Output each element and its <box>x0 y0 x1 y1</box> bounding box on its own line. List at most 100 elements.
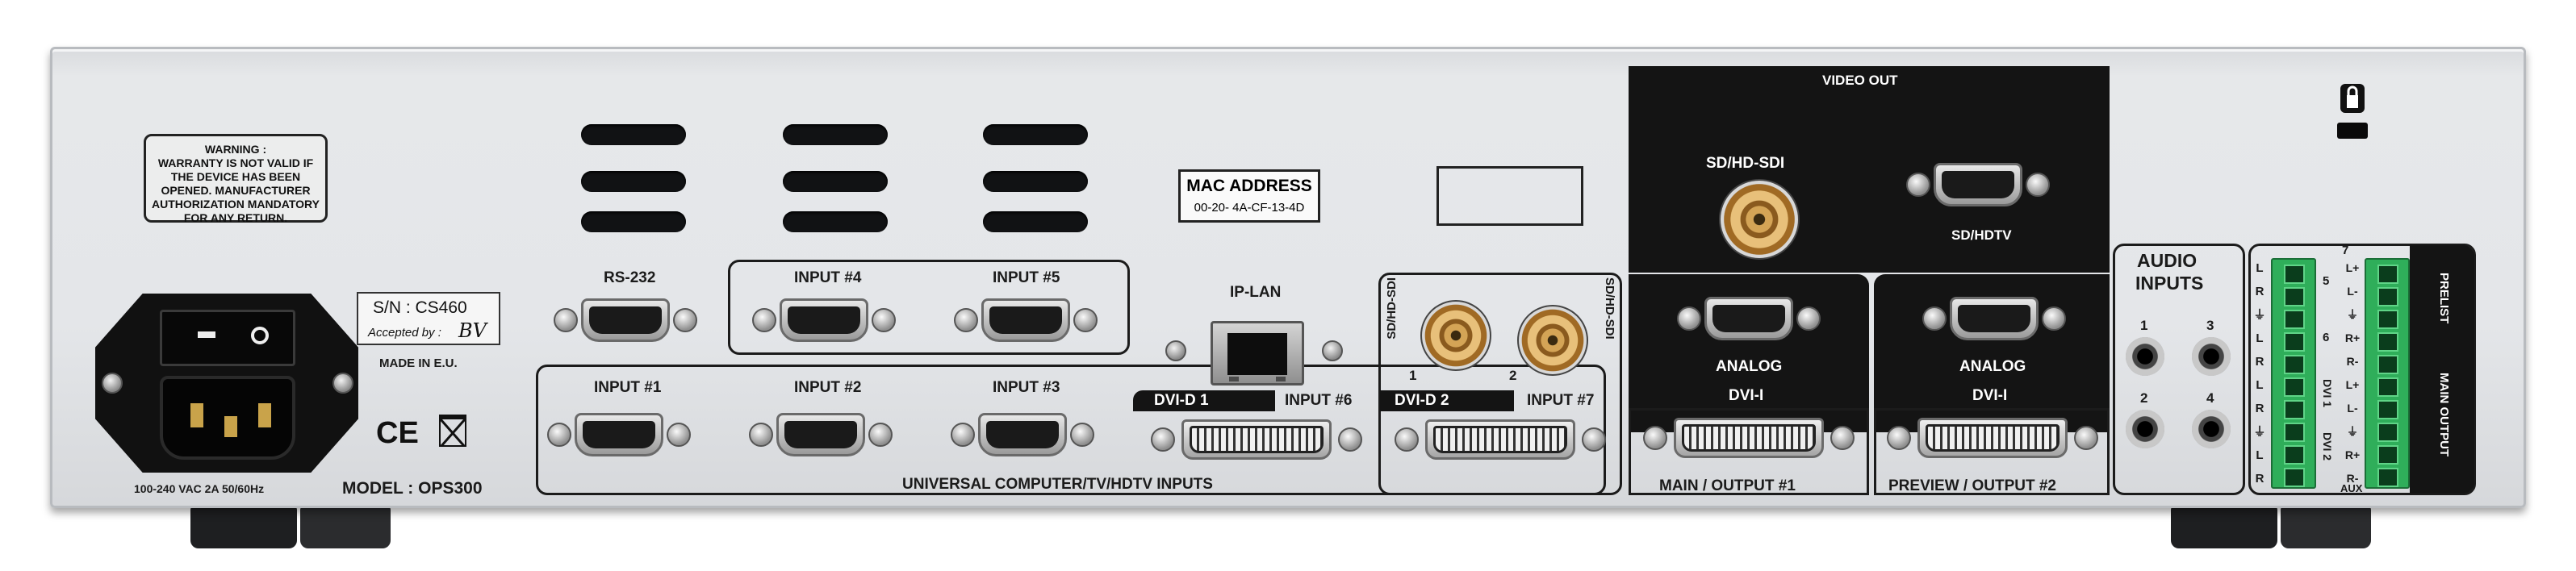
pin-label: R <box>2255 355 2264 369</box>
channel-6-label: 6 <box>2323 331 2330 344</box>
terminal-block-frame <box>2248 244 2476 495</box>
sdi-input-2-number: 2 <box>1509 368 1517 383</box>
rs232-label: RS-232 <box>604 269 656 286</box>
vent-slot <box>581 211 686 232</box>
preview-analog-output-port[interactable] <box>1921 292 2068 345</box>
pin-label: R+ <box>2344 331 2361 344</box>
video-out-panel <box>1629 66 2110 273</box>
sdi-input-1-bnc[interactable] <box>1420 300 1491 371</box>
dvid2-label-bg <box>1380 390 1514 411</box>
input-6-dvi-port[interactable] <box>1149 416 1364 463</box>
vent-slot <box>783 124 888 145</box>
warning-line: WARRANTY IS NOT VALID IF <box>157 156 314 169</box>
input-7-label: INPUT #7 <box>1527 392 1595 409</box>
universal-inputs-frame <box>536 365 1606 495</box>
dvi2-audio-label: DVI 2 <box>2321 432 2334 461</box>
pin-label: ⏚ <box>2347 425 2358 438</box>
main-output-audio-label: MAIN OUTPUT <box>2437 373 2451 457</box>
power-switch[interactable] <box>160 310 295 366</box>
input-2-label: INPUT #2 <box>794 379 862 396</box>
input-7-dvi-port[interactable] <box>1393 416 1608 463</box>
warning-line: FOR ANY RETURN. <box>183 211 288 224</box>
pin-label: R+ <box>2344 448 2361 461</box>
audio-input-3-jack[interactable] <box>2192 337 2231 376</box>
dvid2-label: DVI-D 2 <box>1395 392 1449 409</box>
preview-dvi-output-port[interactable] <box>1885 415 2100 461</box>
socket-pin <box>190 403 203 427</box>
inputs-4-5-frame <box>728 260 1130 355</box>
main-output-frame <box>1629 408 1869 495</box>
sdi-output-bnc[interactable] <box>1719 179 1800 260</box>
vent-slot <box>581 124 686 145</box>
sdi-in-label-left: SD/HD-SDI <box>1385 277 1399 340</box>
pin-label: L- <box>2347 402 2358 415</box>
pin-label: R- <box>2346 355 2359 368</box>
audio-jack-2-label: 2 <box>2140 390 2148 406</box>
serial-number-sticker: S/N : CS460 Accepted by : BV <box>357 292 500 345</box>
pin-label: R <box>2255 285 2264 298</box>
warning-line: OPENED. MANUFACTURER <box>161 184 311 197</box>
power-mount-screw <box>102 373 123 394</box>
sdhdtv-output-port[interactable] <box>1905 158 2051 211</box>
audio-pin-labels-left: L R ⏚ L R L R ⏚ L R <box>2252 256 2268 490</box>
sdi-in-label-right: SD/HD-SDI <box>1603 277 1616 340</box>
pin-label: L- <box>2347 285 2358 298</box>
iec-power-socket[interactable] <box>160 376 295 460</box>
input-5-vga-port[interactable] <box>952 294 1099 347</box>
pin-label: ⏚ <box>2347 308 2358 321</box>
universal-inputs-label: UNIVERSAL COMPUTER/TV/HDTV INPUTS <box>902 476 1213 493</box>
main-dvi-output-port[interactable] <box>1641 415 1856 461</box>
pin-label: ⏚ <box>2253 425 2266 439</box>
vent-slot <box>581 171 686 192</box>
output-label-strip <box>2410 245 2474 494</box>
input-1-label: INPUT #1 <box>594 379 662 396</box>
input-5-label: INPUT #5 <box>993 269 1060 286</box>
main-analog-output-port[interactable] <box>1675 292 1822 345</box>
audio-inputs-frame <box>2113 244 2245 495</box>
warranty-warning-label: WARNING : WARRANTY IS NOT VALID IF THE D… <box>144 134 328 224</box>
main-output-label: MAIN / OUTPUT #1 <box>1659 477 1796 494</box>
inspector-signature: BV <box>458 319 487 342</box>
input-3-vga-port[interactable] <box>949 408 1096 461</box>
pin-label: L <box>2256 261 2264 275</box>
audio-input-2-jack[interactable] <box>2126 410 2164 448</box>
input-4-label: INPUT #4 <box>794 269 862 286</box>
pin-label: R <box>2255 472 2264 486</box>
input-1-vga-port[interactable] <box>546 408 692 461</box>
ip-lan-ethernet-port[interactable] <box>1211 321 1304 386</box>
rs232-port[interactable] <box>552 294 699 347</box>
sdi-input-2-bnc[interactable] <box>1517 305 1588 376</box>
input-2-vga-port[interactable] <box>747 408 894 461</box>
ce-mark: CE <box>376 416 419 450</box>
dvi1-audio-label: DVI 1 <box>2321 379 2334 408</box>
vent-slot <box>983 171 1088 192</box>
main-dvi-label: DVI-I <box>1729 387 1764 404</box>
sdi-input-1-number: 1 <box>1409 368 1417 383</box>
main-analog-label: ANALOG <box>1716 358 1783 375</box>
mac-value: 00-20- 4A-CF-13-4D <box>1194 201 1305 215</box>
blank-label-area <box>1436 166 1583 226</box>
kensington-lock-icon <box>2340 84 2365 113</box>
sdi-input-frame <box>1378 273 1622 495</box>
input-4-vga-port[interactable] <box>751 294 897 347</box>
socket-pin <box>258 403 271 427</box>
audio-input-terminal-block[interactable] <box>2271 258 2316 489</box>
weee-bin-icon <box>439 415 466 448</box>
power-rating-label: 100-240 VAC 2A 50/60Hz <box>134 482 265 495</box>
output-terminal-block[interactable] <box>2365 258 2410 489</box>
kensington-lock-slot[interactable] <box>2337 123 2368 139</box>
audio-input-1-jack[interactable] <box>2126 337 2164 376</box>
right-foot-shadow <box>2281 506 2371 548</box>
preview-dvi-label: DVI-I <box>1972 387 2008 404</box>
pin-label: L+ <box>2345 261 2360 274</box>
left-rubber-foot <box>190 506 297 548</box>
channel-7-label: 7 <box>2342 244 2349 257</box>
mac-address-sticker: MAC ADDRESS 00-20- 4A-CF-13-4D <box>1178 169 1320 223</box>
video-out-title: VIDEO OUT <box>1822 73 1898 88</box>
serial-number: S/N : CS460 <box>373 298 467 317</box>
audio-input-4-jack[interactable] <box>2192 410 2231 448</box>
vent-slot <box>983 211 1088 232</box>
sdi-out-label: SD/HD-SDI <box>1706 155 1785 172</box>
pin-label: L+ <box>2345 378 2360 391</box>
